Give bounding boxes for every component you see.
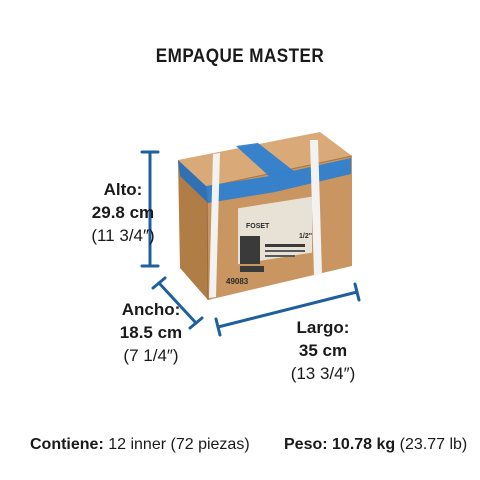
page-title: EMPAQUE MASTER (155, 46, 325, 67)
shipping-box (178, 132, 353, 301)
width-value: 18.5 cm (119, 323, 183, 342)
height-inches: (11 3/4″) (91, 226, 155, 245)
weight-label: Peso: (284, 436, 328, 453)
contents-value: 12 inner (72 piezas) (108, 436, 250, 453)
width-label: Ancho: (121, 300, 181, 319)
length-label: Largo: (296, 318, 350, 337)
box-brand: FOSET (246, 223, 270, 230)
contents-info: Contiene: 12 inner (72 piezas) (30, 436, 250, 454)
height-dimension: Alto: 29.8 cm (11 3/4″) (68, 178, 178, 247)
weight-lb: (23.77 lb) (399, 436, 468, 453)
length-inches: (13 3/4″) (290, 364, 356, 383)
width-arrow (151, 276, 204, 330)
height-value: 29.8 cm (91, 203, 155, 222)
width-dimension: Ancho: 18.5 cm (7 1/4″) (96, 298, 206, 367)
length-value: 35 cm (298, 341, 348, 360)
length-arrow (214, 282, 361, 337)
weight-kg: 10.78 kg (332, 436, 396, 453)
height-label: Alto: (103, 180, 143, 199)
height-arrow (140, 150, 160, 268)
width-inches: (7 1/4″) (123, 346, 179, 365)
weight-info: Peso: 10.78 kg (23.77 lb) (284, 436, 467, 454)
box-code: 49083 (226, 277, 249, 286)
box-size: 1/2" (299, 233, 312, 240)
length-dimension: Largo: 35 cm (13 3/4″) (258, 316, 388, 385)
contents-label: Contiene: (30, 436, 104, 453)
